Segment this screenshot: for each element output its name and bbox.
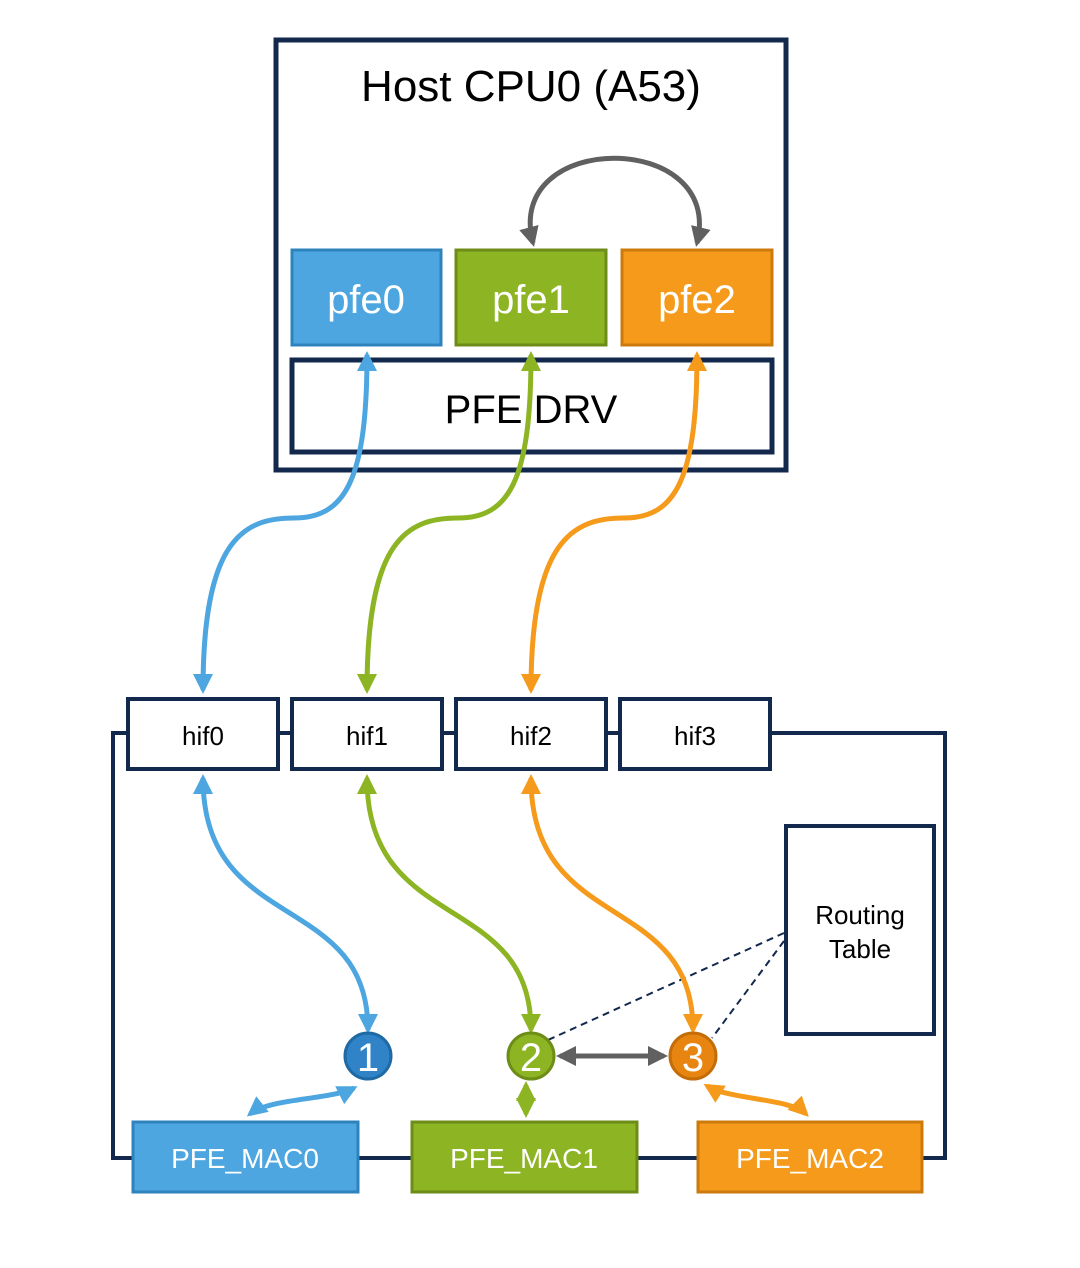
pfe2-hif2-arrow <box>521 351 707 694</box>
mac0-label: PFE_MAC0 <box>171 1143 319 1174</box>
hif1-label: hif1 <box>346 721 388 751</box>
hif0-node1-arrow <box>193 774 378 1034</box>
pfe1-label: pfe1 <box>492 278 570 322</box>
hif2-label: hif2 <box>510 721 552 751</box>
mac1-box <box>410 1120 639 1194</box>
node-1-label: 1 <box>357 1036 379 1080</box>
mac2-label: PFE_MAC2 <box>736 1143 884 1174</box>
pfe1-pfe2-arrow <box>519 155 711 247</box>
hif3-label: hif3 <box>674 721 716 751</box>
routing-table-box <box>784 824 936 1036</box>
node-1 <box>343 1031 393 1081</box>
node-3 <box>668 1031 718 1081</box>
node-3-label: 3 <box>682 1036 704 1080</box>
pfe2-label: pfe2 <box>658 278 736 322</box>
pfe1-box <box>454 248 608 347</box>
hif0-label: hif0 <box>182 721 224 751</box>
node-2 <box>506 1031 556 1081</box>
routing-dashed-line <box>711 940 785 1039</box>
mac2-box <box>696 1120 924 1194</box>
node-2-label: 2 <box>520 1036 542 1080</box>
pfe0-box <box>290 248 443 347</box>
mac1-label: PFE_MAC1 <box>450 1143 598 1174</box>
host-cpu-title: Host CPU0 (A53) <box>361 62 701 111</box>
node3-mac2-arrow <box>703 1083 809 1117</box>
hif1-node2-arrow <box>357 774 541 1034</box>
mac0-box <box>131 1120 360 1194</box>
node1-mac0-arrow <box>246 1085 358 1117</box>
routing-table-line1: Routing <box>815 900 905 930</box>
routing-table-line2: Table <box>829 934 891 964</box>
hif2-node3-arrow <box>521 774 703 1034</box>
pfe0-label: pfe0 <box>327 278 405 322</box>
pfe-block-outline <box>111 731 947 1160</box>
pfe2-box <box>620 248 774 347</box>
